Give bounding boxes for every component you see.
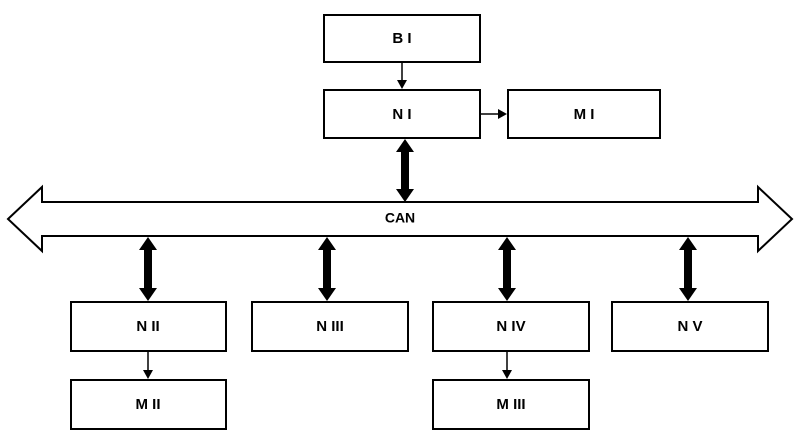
node-n1-label: N I — [392, 106, 411, 123]
can-bus-arrow — [6, 184, 794, 254]
node-n1: N I — [323, 89, 481, 139]
node-n2: N II — [70, 301, 227, 352]
arrow-n2-to-m2 — [143, 351, 153, 379]
arrow-b1-to-n1 — [397, 62, 407, 89]
bidir-arrow-can-n4 — [498, 237, 516, 301]
arrow-n4-to-m3 — [502, 351, 512, 379]
node-m3-label: M III — [496, 396, 525, 413]
can-bus: CAN — [6, 184, 794, 254]
node-n5-label: N V — [677, 318, 702, 335]
node-m1-label: M I — [574, 106, 595, 123]
bidir-arrow-n1-can — [396, 139, 414, 202]
node-m1: M I — [507, 89, 661, 139]
arrow-n1-to-m1 — [480, 109, 507, 119]
node-n3-label: N III — [316, 318, 344, 335]
node-n5: N V — [611, 301, 769, 352]
node-n3: N III — [251, 301, 409, 352]
bidir-arrow-can-n2 — [139, 237, 157, 301]
can-bus-label: CAN — [385, 210, 415, 226]
bidir-arrow-can-n5 — [679, 237, 697, 301]
node-b1: B I — [323, 14, 481, 63]
node-m2-label: M II — [136, 396, 161, 413]
node-n2-label: N II — [136, 318, 159, 335]
node-n4-label: N IV — [496, 318, 525, 335]
node-m2: M II — [70, 379, 227, 430]
bidir-arrow-can-n3 — [318, 237, 336, 301]
node-m3: M III — [432, 379, 590, 430]
node-b1-label: B I — [392, 30, 411, 47]
node-n4: N IV — [432, 301, 590, 352]
